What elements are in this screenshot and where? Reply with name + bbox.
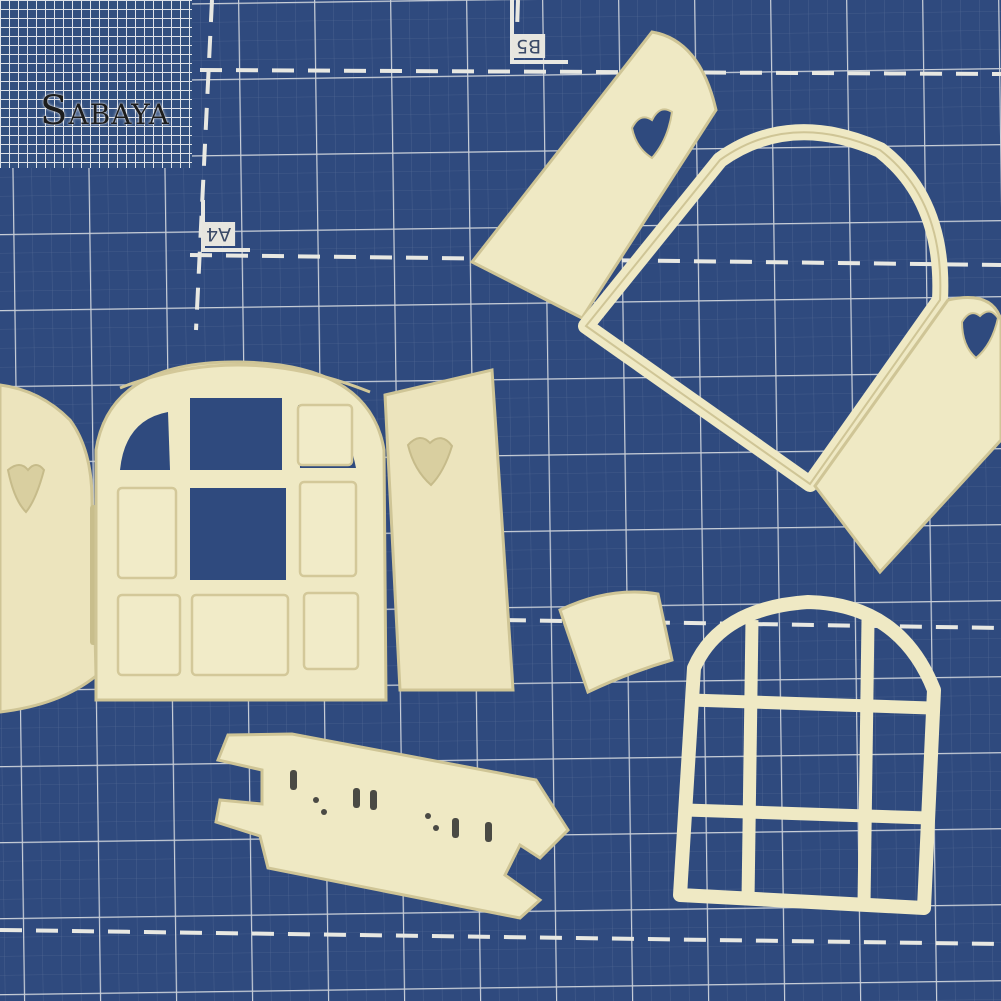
window-sill (214, 732, 570, 920)
open-shutter-window (0, 360, 515, 714)
arched-frame-with-shutters (469, 30, 1001, 575)
right-shutter (383, 368, 515, 692)
lower-shutter (813, 296, 1001, 575)
heart-cutout-icon (6, 464, 46, 514)
heart-cutout-icon (630, 108, 674, 160)
small-arch-piece (558, 590, 674, 695)
heart-cutout-icon (960, 310, 1000, 360)
upper-shutter (469, 30, 718, 320)
mat-label-b5: B5 (512, 34, 546, 58)
watermark-logo: Sabaya (40, 88, 170, 134)
mat-label-a4: A4 (202, 222, 236, 246)
heart-cutout-icon (406, 437, 454, 487)
window-grille (673, 595, 941, 915)
